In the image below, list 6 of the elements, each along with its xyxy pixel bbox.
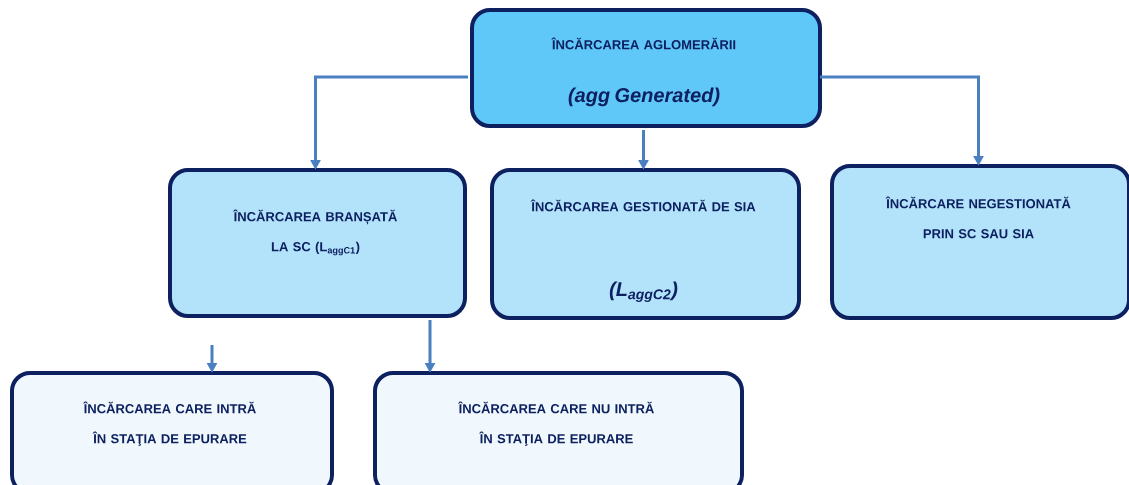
node-box: ÎNCĂRCAREA CARE INTRĂ ÎN STAŢIA DE EPURARE (10, 371, 334, 485)
node-box: ÎNCĂRCAREA BRANȘATĂ LA SC (L$_{aggC1}$) (168, 168, 467, 318)
node-box: ÎNCĂRCAREA CARE NU INTRĂ ÎN STAŢIA DE EPURARE (373, 371, 744, 485)
node-box: ÎNCĂRCAREA GESTIONATĂ DE SIA (L$_{aggC2}$) (490, 168, 801, 320)
node-box: ÎNCĂRCARE NEGESTIONATĂ PRIN SC SAU SIA (830, 164, 1129, 320)
node-box: ÎNCĂRCAREA AGLOMERĂRII (agg Generated) (470, 8, 822, 128)
